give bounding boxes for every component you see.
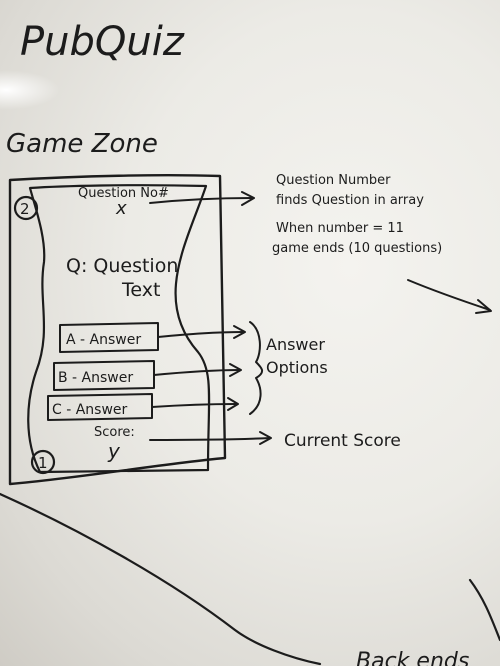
answer-box-a — [59, 322, 159, 353]
question-note-line1: Question Number — [276, 173, 391, 188]
answer-label-c: C - Answer — [52, 402, 128, 418]
answer-arrowhead-a — [233, 325, 246, 339]
question-number-arrowhead — [241, 191, 255, 206]
score-label: Score: — [94, 425, 135, 440]
answer-arrowhead-b — [229, 363, 242, 377]
answer-options-line1: Answer — [266, 335, 325, 354]
board-title: PubQuiz — [20, 19, 185, 65]
bottom-right-text: Back ends — [356, 649, 469, 666]
answer-arrow-a — [157, 331, 245, 338]
question-number-value: x — [115, 198, 127, 219]
answer-arrow-b — [153, 369, 241, 376]
flow-line — [0, 492, 322, 666]
next-screen-arrow — [407, 279, 491, 311]
question-number-arrow — [149, 197, 253, 204]
bottom-corner-number: 1 — [38, 454, 48, 472]
bottom-corner-button — [30, 449, 56, 475]
phone-outer-frame — [8, 174, 227, 486]
section-label: Game Zone — [6, 129, 158, 159]
answer-label-b: B - Answer — [58, 370, 133, 386]
question-text-line2: Text — [121, 279, 160, 301]
score-note: Current Score — [284, 431, 401, 451]
answer-arrowhead-c — [227, 397, 239, 411]
answer-brace — [249, 321, 263, 415]
question-text-line1: Q: Question — [66, 255, 178, 277]
score-value: y — [107, 439, 121, 463]
next-screen-arrowhead — [475, 299, 492, 314]
question-note-line4: game ends (10 questions) — [272, 241, 442, 256]
question-note-line2: finds Question in array — [276, 193, 424, 208]
edge-curve — [468, 578, 500, 642]
answer-box-b — [53, 360, 155, 391]
top-corner-button — [13, 195, 39, 221]
answer-arrow-c — [151, 403, 237, 408]
phone-screen — [27, 184, 211, 474]
top-corner-number: 2 — [20, 200, 30, 218]
answer-label-a: A - Answer — [66, 332, 141, 348]
question-note-line3: When number = 11 — [276, 221, 404, 236]
question-number-label: Question No# — [78, 186, 169, 201]
answer-box-c — [47, 393, 153, 421]
light-glare — [0, 70, 60, 110]
score-arrowhead — [259, 431, 272, 445]
answer-options-line2: Options — [266, 358, 328, 377]
score-arrow — [149, 437, 271, 441]
